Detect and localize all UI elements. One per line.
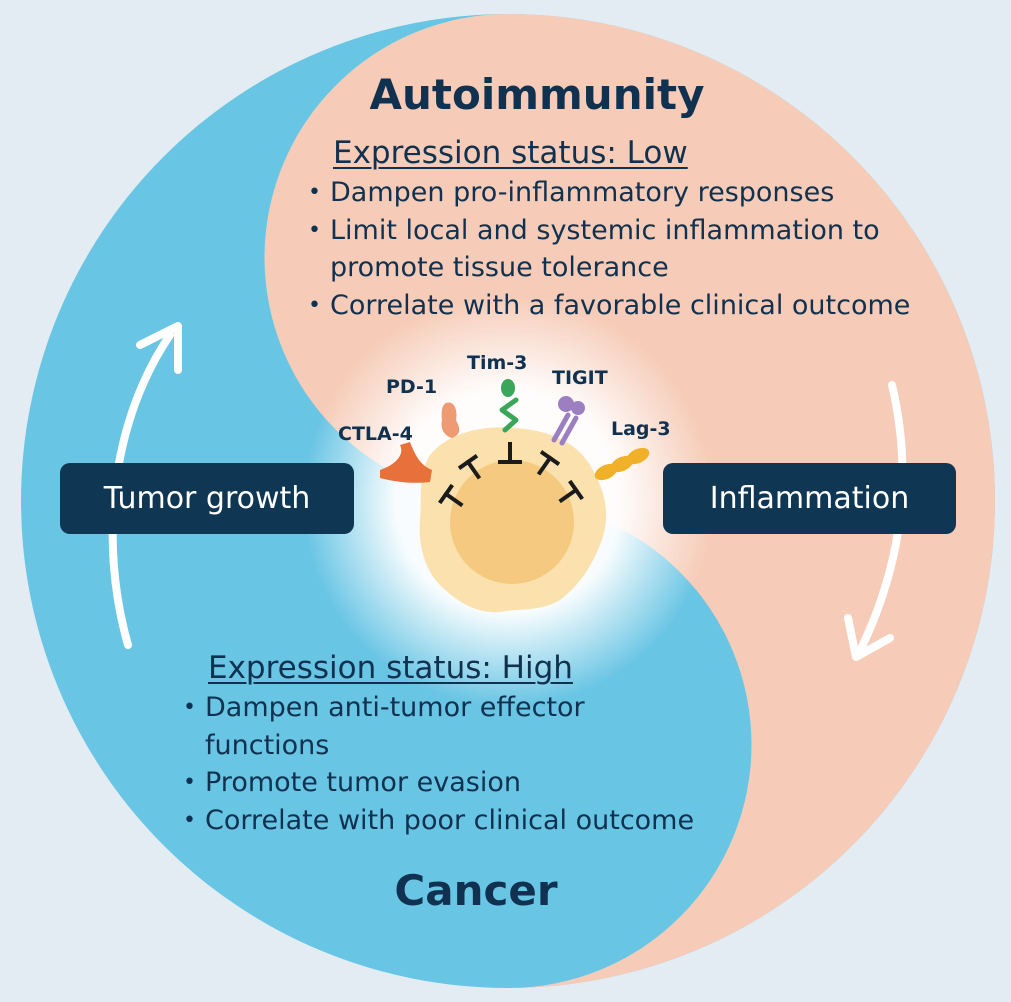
lag3-label: Lag-3 — [611, 418, 671, 440]
t-cell-nucleus — [450, 460, 574, 584]
lag3-receptor-icon — [594, 447, 650, 481]
tigit-receptor-icon — [551, 396, 585, 446]
list-item: Correlate with poor clinical outcome — [183, 802, 743, 840]
list-item: Limit local and systemic inflammation to… — [308, 212, 890, 287]
list-item: Dampen pro-inflammatory responses — [308, 174, 978, 212]
ctla4-receptor-icon — [380, 442, 432, 483]
cancer-status-heading: Expression status: High — [208, 650, 573, 686]
inflammation-label: Inflammation — [709, 481, 910, 516]
ctla4-label: CTLA-4 — [338, 423, 413, 445]
inflammation-box: Inflammation — [663, 463, 956, 534]
cancer-title: Cancer — [394, 866, 558, 915]
autoimmunity-bullets: Dampen pro-inflammatory responses Limit … — [308, 174, 978, 324]
tigit-label: TIGIT — [552, 367, 608, 389]
cancer-bullets: Dampen anti-tumor effector functions Pro… — [183, 689, 743, 839]
tim3-label: Tim-3 — [467, 352, 528, 374]
list-item: Correlate with a favorable clinical outc… — [308, 287, 978, 325]
tumor-growth-box: Tumor growth — [60, 463, 354, 534]
tumor-growth-label: Tumor growth — [103, 481, 311, 516]
autoimmunity-title: Autoimmunity — [369, 70, 705, 119]
autoimmunity-status-heading: Expression status: Low — [333, 135, 688, 171]
inhibition-symbols — [438, 442, 584, 508]
list-item: Promote tumor evasion — [183, 764, 743, 802]
tim3-receptor-icon — [499, 379, 519, 433]
pd1-receptor-icon — [441, 402, 460, 438]
pd1-label: PD-1 — [386, 376, 438, 398]
list-item: Dampen anti-tumor effector functions — [183, 689, 635, 764]
